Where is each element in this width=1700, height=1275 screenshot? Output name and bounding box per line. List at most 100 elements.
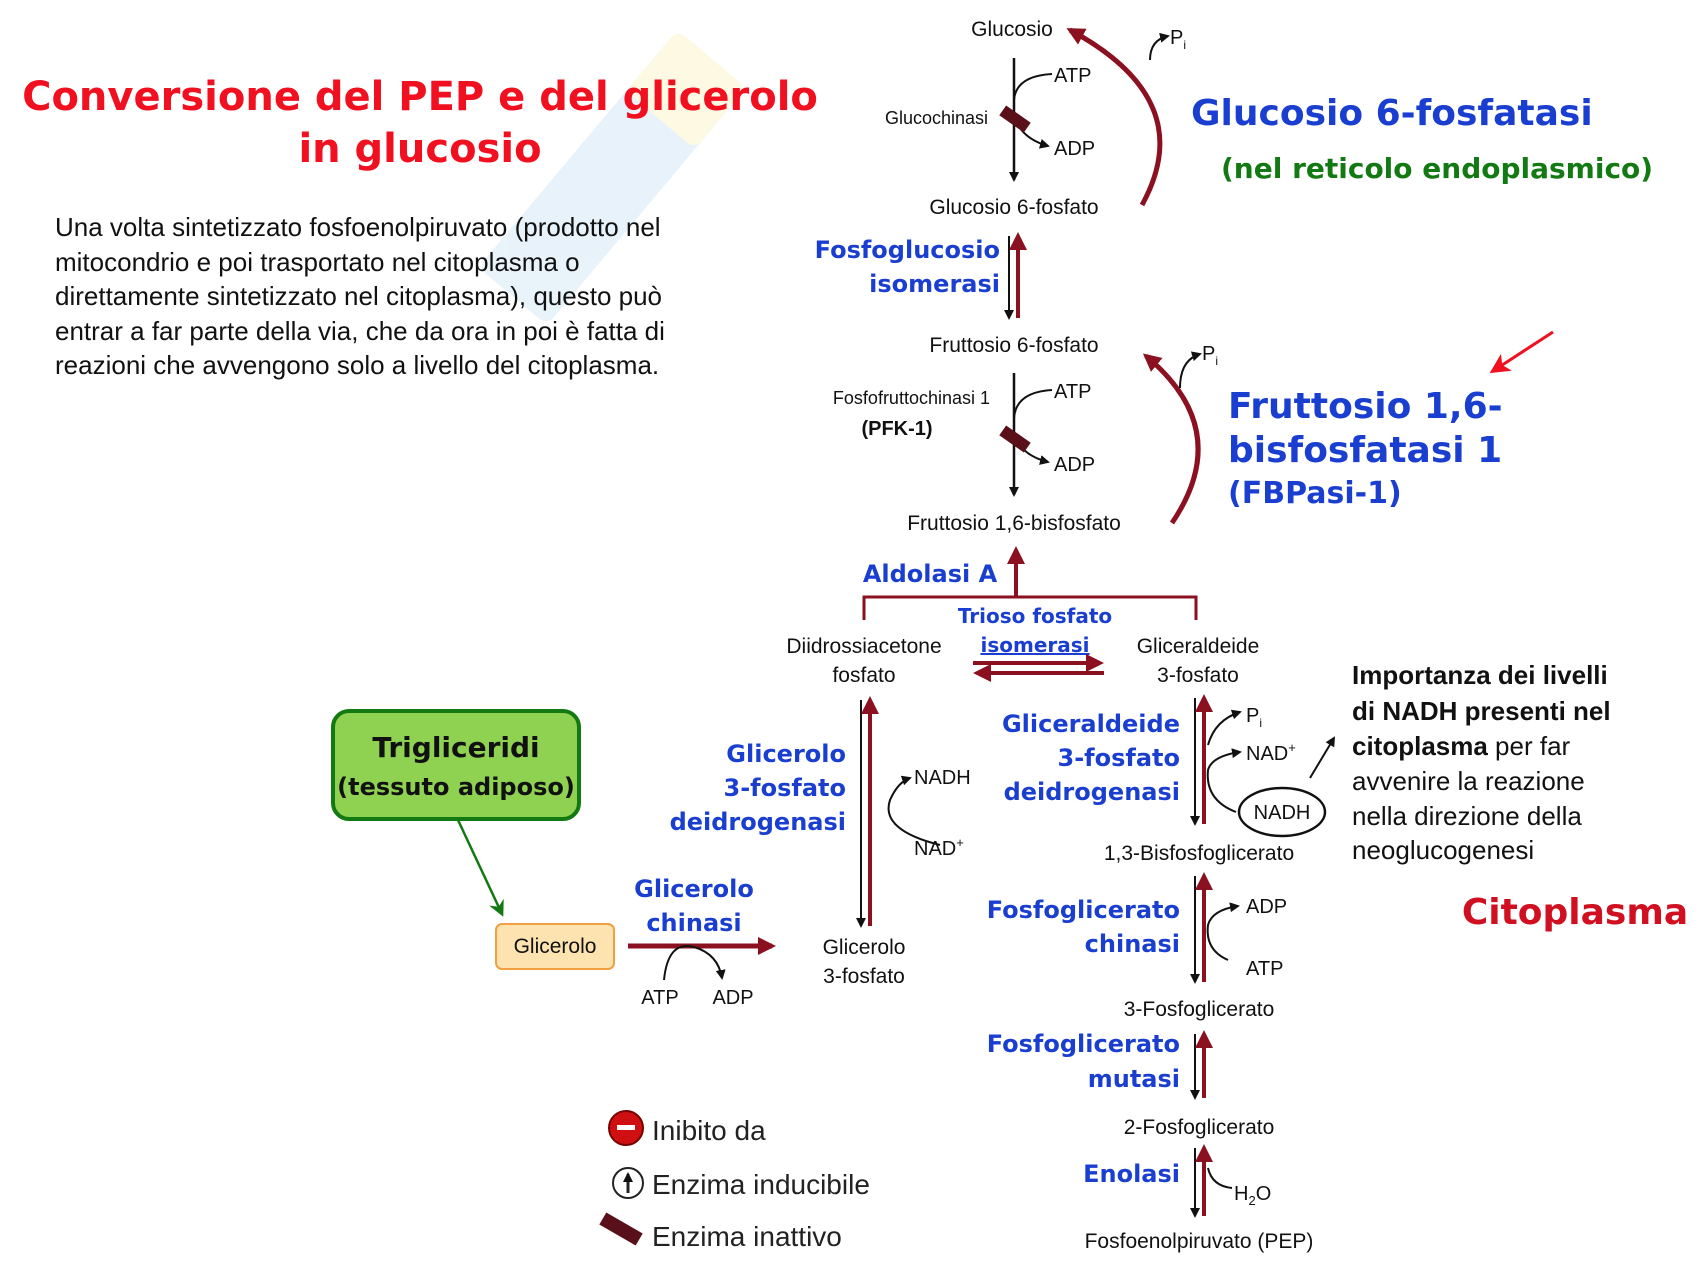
adp-label: ADP xyxy=(1246,896,1287,918)
inactive-enzyme-icon xyxy=(599,1212,643,1246)
atp-adp-arrow xyxy=(1206,902,1240,961)
nadh-label: NADH xyxy=(1254,802,1311,824)
enzyme-pgk: Fosfoglicerato xyxy=(987,896,1180,924)
enzyme-fbpasi-abbrev: (FBPasi-1) xyxy=(1228,476,1402,511)
adp-label: ADP xyxy=(1054,454,1095,476)
h2o-label: H2O xyxy=(1234,1183,1271,1208)
intro-paragraph: Una volta sintetizzato fosfoenolpiruvato… xyxy=(55,212,665,380)
nadh-highlight xyxy=(1237,786,1327,838)
metabolite-g3p: 3-fosfato xyxy=(823,965,905,988)
atp-label: ATP xyxy=(1054,381,1091,403)
intro-line: Una volta sintetizzato fosfoenolpiruvato… xyxy=(55,212,661,242)
metabolite-glucosio: Glucosio xyxy=(971,18,1053,41)
adp-label: ADP xyxy=(1054,138,1095,160)
note-pointer-arrow xyxy=(1309,736,1336,779)
nad-arrow xyxy=(1206,748,1242,813)
highlight-arrow xyxy=(1489,330,1554,374)
note-line: avvenire la reazione xyxy=(1352,766,1585,796)
compartment-label: Citoplasma xyxy=(1462,892,1688,933)
pi-label: Pi xyxy=(1170,27,1186,52)
adp-label: ADP xyxy=(712,987,753,1009)
enzyme-enolasi: Enolasi xyxy=(1083,1160,1180,1188)
pi-arrow xyxy=(1179,351,1202,389)
enzyme-glicerolo-chinasi: chinasi xyxy=(646,909,741,937)
metabolite-dhap: fosfato xyxy=(832,664,895,687)
slide-title-line1: Conversione del PEP e del glicerolo xyxy=(22,74,818,120)
minus-icon xyxy=(617,1125,635,1130)
enzyme-gapdh: Gliceraldeide xyxy=(1002,710,1180,738)
enzyme-gapdh: deidrogenasi xyxy=(1004,778,1180,806)
enzyme-pfk1-abbrev: (PFK-1) xyxy=(861,418,932,440)
intro-line: mitocondrio e poi trasportato nel citopl… xyxy=(55,247,580,277)
atp-label: ATP xyxy=(641,987,678,1009)
enzyme-pfk1: Fosfofruttochinasi 1 xyxy=(833,388,990,408)
enzyme-pgm: mutasi xyxy=(1088,1065,1180,1093)
enzyme-g6pasi: Glucosio 6-fosfatasi xyxy=(1191,93,1593,134)
metabolite-g6p: Glucosio 6-fosfato xyxy=(929,196,1098,219)
g6pasi-arrow xyxy=(1066,27,1163,207)
enzyme-pgk: chinasi xyxy=(1085,930,1180,958)
intro-line: reazioni che avvengono solo a livello de… xyxy=(55,350,659,380)
atp-label: ATP xyxy=(1246,958,1283,980)
pi-label: Pi xyxy=(1246,705,1262,730)
slide-title-line2: in glucosio xyxy=(298,126,541,172)
trigliceridi-label: Trigliceridi xyxy=(372,731,539,764)
inactive-enzyme-icon xyxy=(999,105,1031,133)
enzyme-fbpasi: Fruttosio 1,6- xyxy=(1228,386,1503,427)
enzyme-pgm: Fosfoglicerato xyxy=(987,1030,1180,1058)
metabolite-dhap: Diidrossiacetone xyxy=(786,635,941,658)
nad-label: NAD+ xyxy=(914,835,964,860)
aldolase-bracket xyxy=(862,595,1198,620)
glicerolo-box xyxy=(495,923,615,970)
enzyme-pgi: isomerasi xyxy=(869,270,1000,298)
inactive-enzyme-icon xyxy=(999,425,1031,453)
intro-line: entrar a far parte della via, che da ora… xyxy=(55,316,665,346)
metabolite-13bpg: 1,3-Bisfosfoglicerato xyxy=(1104,842,1294,865)
metabolite-gap: Gliceraldeide xyxy=(1137,635,1260,658)
atp-arrow xyxy=(1013,389,1053,419)
enzyme-glicerolo-chinasi: Glicerolo xyxy=(634,875,754,903)
glicerolo-label: Glicerolo xyxy=(514,935,597,958)
enzyme-g3pdh: deidrogenasi xyxy=(670,808,846,836)
pi-arrow xyxy=(1149,32,1170,61)
legend-inhibited: Inibito da xyxy=(652,1115,766,1146)
enzyme-fbpasi: bisfosfatasi 1 xyxy=(1228,430,1502,471)
metabolite-f16bp: Fruttosio 1,6-bisfosfato xyxy=(907,512,1121,535)
note-line: nella direzione della xyxy=(1352,801,1582,831)
atp-arrow xyxy=(1013,73,1053,101)
pi-arrow xyxy=(1207,709,1242,746)
trigliceridi-box xyxy=(331,709,581,821)
enzyme-aldolasi: Aldolasi A xyxy=(863,560,998,588)
pi-label: Pi xyxy=(1202,343,1218,368)
note-line: Importanza dei livelli xyxy=(1352,660,1608,690)
watermark xyxy=(482,34,743,322)
atp-adp-arrow xyxy=(663,944,726,981)
nadh-arrow xyxy=(887,775,941,846)
metabolite-2pg: 2-Fosfoglicerato xyxy=(1124,1116,1275,1139)
legend-inactive: Enzima inattivo xyxy=(652,1221,842,1252)
note-line: citoplasma per far xyxy=(1352,731,1571,761)
h2o-arrow xyxy=(1207,1167,1233,1189)
trigliceridi-sublabel: (tessuto adiposo) xyxy=(337,773,575,801)
enzyme-g3pdh: 3-fosfato xyxy=(724,774,846,802)
enzyme-gapdh: 3-fosfato xyxy=(1058,744,1180,772)
enzyme-tpi: isomerasi xyxy=(980,633,1089,657)
enzyme-pgi: Fosfoglucosio xyxy=(815,236,1000,264)
enzyme-g3pdh: Glicerolo xyxy=(726,740,846,768)
note-line: neoglucogenesi xyxy=(1352,835,1534,865)
legend: Inibito da Enzima inducibile Enzima inat… xyxy=(599,1110,870,1252)
fbpasi-arrow xyxy=(1142,353,1201,525)
enzyme-glucochinasi: Glucochinasi xyxy=(885,108,988,128)
metabolite-3pg: 3-Fosfoglicerato xyxy=(1124,998,1275,1021)
legend-inducible: Enzima inducibile xyxy=(652,1169,870,1200)
nadh-note: Importanza dei livelli di NADH presenti … xyxy=(1352,660,1611,865)
metabolite-pep: Fosfoenolpiruvato (PEP) xyxy=(1085,1230,1314,1253)
nad-label: NAD+ xyxy=(1246,740,1296,765)
intro-line: direttamente sintetizzato nel citoplasma… xyxy=(55,281,662,311)
metabolite-f6p: Fruttosio 6-fosfato xyxy=(929,334,1098,357)
enzyme-tpi: Trioso fosfato xyxy=(958,604,1112,628)
nadh-label: NADH xyxy=(914,767,971,789)
atp-label: ATP xyxy=(1054,65,1091,87)
